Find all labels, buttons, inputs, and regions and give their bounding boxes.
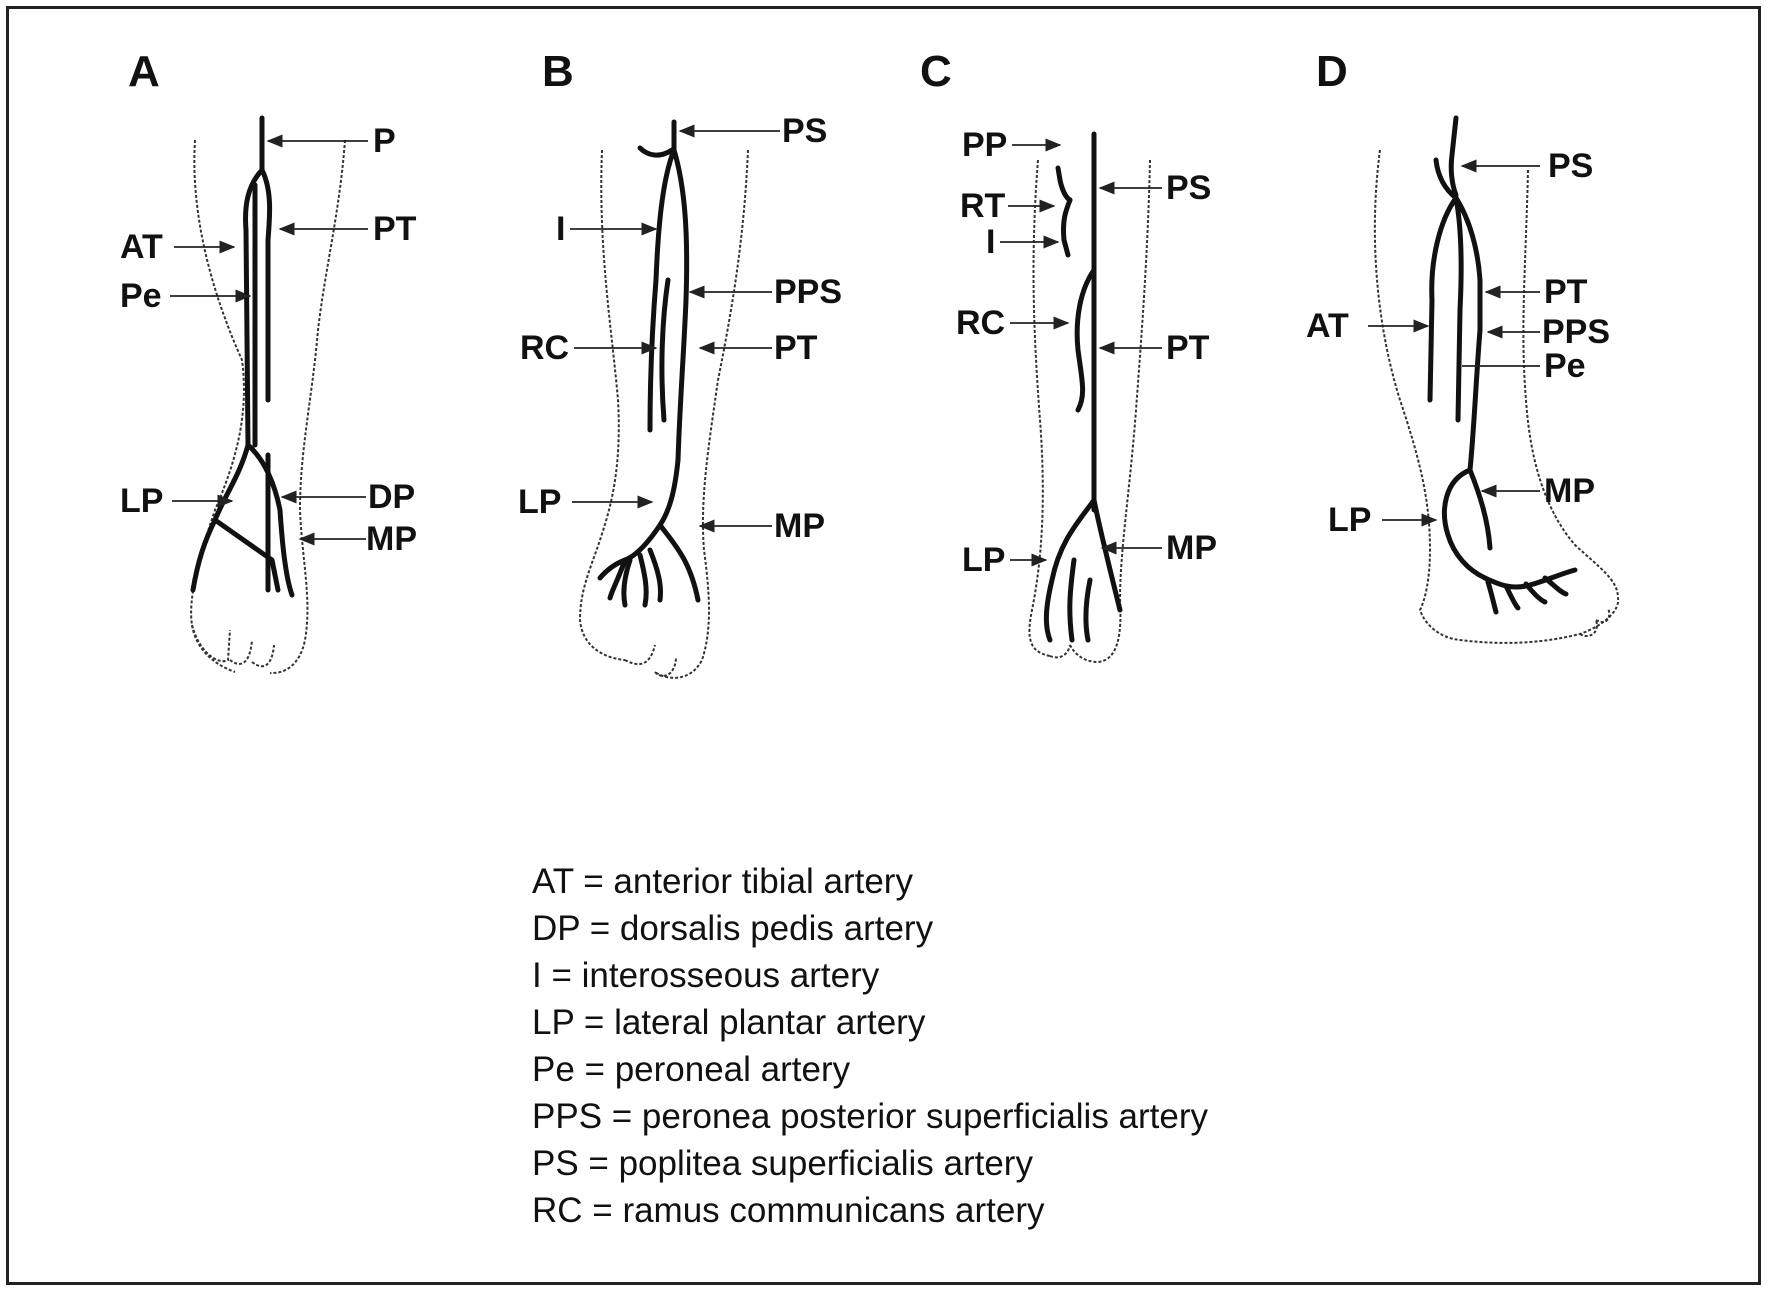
panel-c: C PP PS RT I RC <box>920 47 1217 662</box>
panel-b-arteries <box>600 122 698 605</box>
panel-d-label-pe: Pe <box>1544 347 1586 385</box>
legend-item-dp: DP = dorsalis pedis artery <box>532 905 1208 952</box>
panel-d-leg-outline <box>1375 150 1618 643</box>
panel-b-label-ps: PS <box>782 112 827 150</box>
panel-a-label-mp: MP <box>366 520 417 558</box>
panel-a-arteries <box>193 118 292 595</box>
panel-c-label-mp: MP <box>1166 529 1217 567</box>
panel-c-label-pt: PT <box>1166 329 1210 367</box>
panel-d: D PS PT AT PPS <box>1306 47 1618 643</box>
panel-d-label-at: AT <box>1306 307 1349 345</box>
panel-d-label-pps: PPS <box>1542 313 1610 351</box>
panel-a-label-pt: PT <box>373 210 417 248</box>
panel-c-label-pp: PP <box>962 126 1007 164</box>
panel-a-label-p: P <box>373 122 396 160</box>
legend-item-i: I = interosseous artery <box>532 952 1208 999</box>
legend-item-pe: Pe = peroneal artery <box>532 1046 1208 1093</box>
panel-letter-b: B <box>542 47 574 96</box>
panel-b: B PS I PPS RC PT <box>518 47 842 678</box>
panel-d-label-ps: PS <box>1548 147 1593 185</box>
panel-c-label-ps: PS <box>1166 169 1211 207</box>
panel-letter-a: A <box>128 47 160 96</box>
panel-c-label-rt: RT <box>960 187 1006 225</box>
panel-a-label-dp: DP <box>368 478 415 516</box>
panel-c-label-i: I <box>986 223 995 261</box>
panel-b-label-rc: RC <box>520 329 569 367</box>
legend-item-at: AT = anterior tibial artery <box>532 858 1208 905</box>
legend-item-rc: RC = ramus communicans artery <box>532 1187 1208 1234</box>
panel-letter-d: D <box>1316 47 1348 96</box>
panel-b-label-lp: LP <box>518 483 561 521</box>
panel-d-label-mp: MP <box>1544 472 1595 510</box>
panel-d-label-lp: LP <box>1328 501 1371 539</box>
panel-a-label-lp: LP <box>120 482 163 520</box>
panel-a-label-at: AT <box>120 228 163 266</box>
abbreviation-legend: AT = anterior tibial artery DP = dorsali… <box>532 858 1208 1234</box>
panel-c-arteries <box>1046 134 1120 640</box>
panel-b-label-pps: PPS <box>774 273 842 311</box>
legend-item-ps: PS = poplitea superficialis artery <box>532 1140 1208 1187</box>
legend-item-pps: PPS = peronea posterior superficialis ar… <box>532 1093 1208 1140</box>
panel-c-label-lp: LP <box>962 541 1005 579</box>
panel-a-label-pe: Pe <box>120 277 162 315</box>
panel-a: A P AT PT Pe LP <box>120 47 417 673</box>
panel-b-label-pt: PT <box>774 329 818 367</box>
panel-letter-c: C <box>920 47 952 96</box>
panel-c-label-rc: RC <box>956 304 1005 342</box>
legend-item-lp: LP = lateral plantar artery <box>532 999 1208 1046</box>
panel-b-label-i: I <box>556 210 565 248</box>
panel-d-label-pt: PT <box>1544 273 1588 311</box>
panel-b-label-mp: MP <box>774 507 825 545</box>
